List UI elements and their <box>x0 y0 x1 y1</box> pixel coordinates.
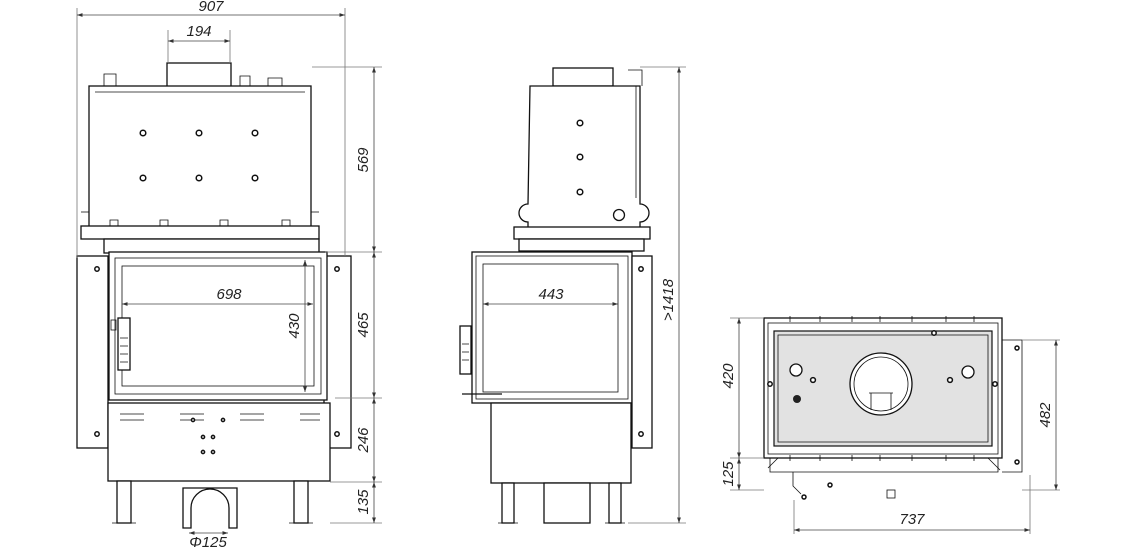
dim-front-width: 907 <box>198 0 224 15</box>
bolt-holes <box>139 129 259 182</box>
dim-leg-height: 135 <box>355 489 372 515</box>
dimension-labels: 907 194 569 465 246 135 698 430 Φ125 443… <box>186 0 1054 551</box>
dim-total-height: >1418 <box>660 278 677 321</box>
front-view <box>76 62 352 529</box>
dim-plan-offset: 125 <box>720 461 737 487</box>
dim-front-glass-width: 698 <box>216 286 242 303</box>
side-view <box>459 67 653 524</box>
dimension-lines <box>76 8 1060 535</box>
dim-flue-width: 194 <box>186 23 211 40</box>
dim-side-glass-width: 443 <box>538 286 564 303</box>
dim-top-height: 569 <box>355 147 372 173</box>
plan-view <box>763 316 1023 500</box>
dim-door-height: 465 <box>355 312 372 338</box>
dim-flue-diameter: Φ125 <box>189 534 227 551</box>
dim-plan-width: 737 <box>899 511 925 528</box>
dim-base-height: 246 <box>355 427 372 454</box>
dim-plan-depth: 420 <box>720 363 737 389</box>
dim-plan-side-depth: 482 <box>1037 402 1054 428</box>
dim-glass-height: 430 <box>286 313 303 339</box>
